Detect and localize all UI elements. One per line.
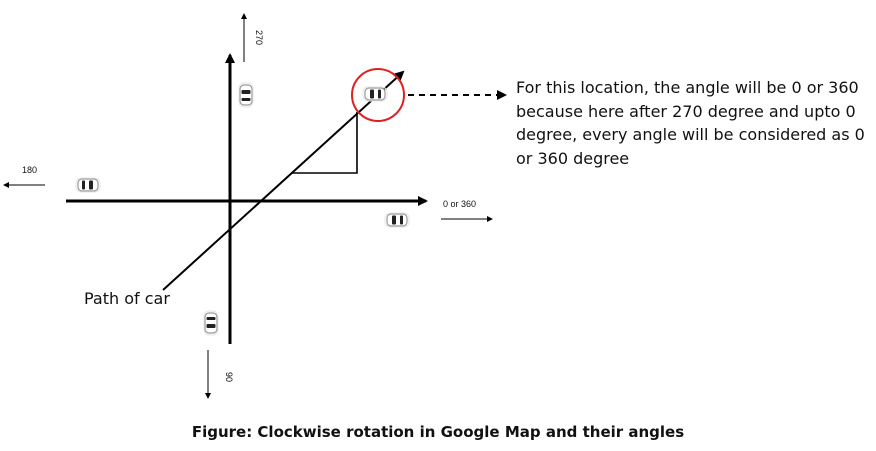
angle-label-0-or-360: 0 or 360 [443,199,476,209]
angle-label-90: 90 [224,372,234,382]
angle-explanation-note: For this location, the angle will be 0 o… [516,78,865,168]
car-icon [203,310,219,336]
car-path-line [162,70,405,291]
car-icon [75,177,101,193]
car-icon [362,86,388,102]
path-of-car-label: Path of car [84,289,170,308]
car-icon [238,82,254,108]
angle-label-270: 270 [254,30,264,45]
angle-triangle [292,112,358,174]
location-highlight-circle [351,68,405,122]
car-icon [384,212,410,228]
figure-caption: Figure: Clockwise rotation in Google Map… [191,423,685,441]
angle-label-180: 180 [22,165,37,175]
